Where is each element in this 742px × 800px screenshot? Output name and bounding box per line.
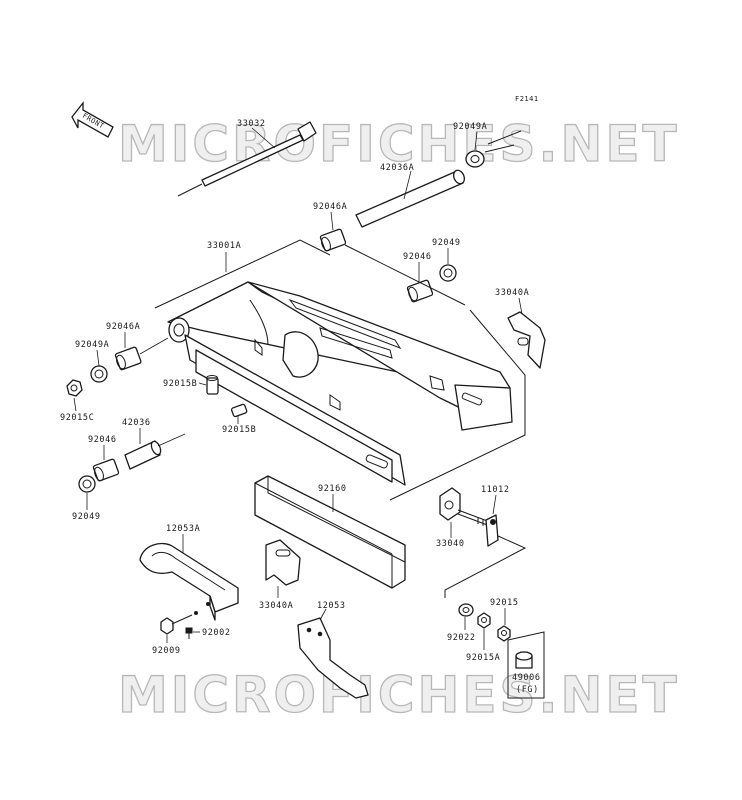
washer-92049a-left [90,365,108,383]
bearing-92046-left [92,458,120,482]
watermark-top: MICROFICHES.NET [118,115,680,173]
plate-11012 [485,514,499,547]
label-92046-top: 92046 [403,252,432,262]
chain-guard-12053a [139,542,239,621]
label-42036: 42036 [122,418,151,428]
collar-42036 [124,440,162,470]
label-33001a: 33001A [207,241,241,251]
washer-92049-left [78,475,96,493]
label-49006-note: (FG) [516,685,539,695]
label-33040a-center: 33040A [259,601,293,611]
label-49006: 49006 [512,673,541,683]
bearing-92046-top [406,279,434,303]
label-92046a-left: 92046A [106,322,140,332]
adjuster-33040a-center [265,539,301,586]
label-92015b-upper: 92015B [163,379,197,389]
label-12053: 12053 [317,601,346,611]
label-92009: 92009 [152,646,181,656]
collar-92015b-lower [230,403,248,418]
label-12053a: 12053A [166,524,200,534]
nut-92015a [477,612,491,629]
collar-42036a [355,169,466,228]
washer-92049a-top [465,150,485,168]
label-92046a-top: 92046A [313,202,347,212]
bearing-92046a-top [319,228,347,252]
pivot-shaft [177,121,522,197]
label-33040a-right: 33040A [495,288,529,298]
swingarm-33001a [154,239,526,501]
label-92160: 92160 [318,484,347,494]
label-92015: 92015 [490,598,519,608]
chain-adjuster-33040 [439,487,491,527]
label-42036a: 42036A [380,163,414,173]
washer-92049-top [439,264,457,282]
label-92022: 92022 [447,633,476,643]
label-33040: 33040 [436,539,465,549]
bearing-92046a-left [114,346,142,371]
nut-92015c [66,379,83,397]
label-92002: 92002 [202,628,231,638]
cap-49006-box [507,631,545,699]
chain-guide-12053 [297,617,369,699]
washer-92022 [458,603,474,617]
label-33032: 33032 [237,119,266,129]
label-11012: 11012 [481,485,510,495]
label-92015b-lower: 92015B [222,425,256,435]
label-92046-left: 92046 [88,435,117,445]
adjuster-33040a-right [507,311,546,369]
label-92049-left: 92049 [72,512,101,522]
bolt-92009 [160,614,193,635]
screw-92002 [185,627,193,639]
label-92015a: 92015A [466,653,500,663]
label-92049a-left: 92049A [75,340,109,350]
watermark-bottom: MICROFICHES.NET [118,666,680,724]
label-92049a-top: 92049A [453,122,487,132]
collar-92015b-upper [206,375,219,395]
label-92015c: 92015C [60,413,94,423]
chain-slider-92160 [254,475,406,589]
figure-reference: F2141 [515,95,539,103]
front-arrow-icon: FRONT [71,101,114,138]
label-92049-top: 92049 [432,238,461,248]
nut-92015 [497,625,511,642]
